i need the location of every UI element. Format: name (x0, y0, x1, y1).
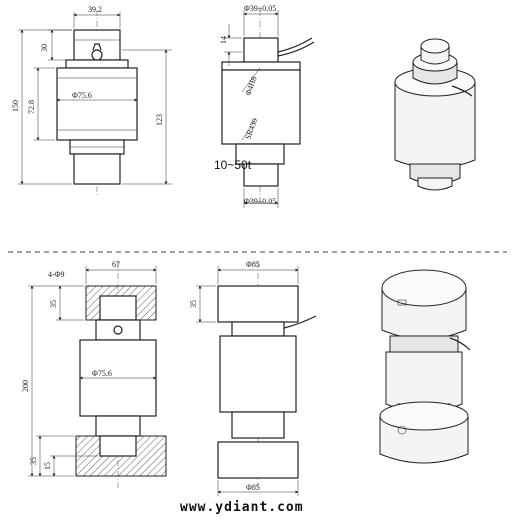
fixture-hole: 4-Φ9 (48, 270, 65, 279)
bottom-fixture-view: 67 4-Φ9 35 200 35 15 Φ75.6 (21, 260, 167, 488)
fixture-body-diameter: Φ75.6 (92, 369, 112, 378)
dim-top-height: 30 (40, 44, 49, 52)
top-3d-view (394, 38, 476, 191)
fixture-total-height: 200 (21, 380, 30, 392)
bottom-side-top-diameter: Φ85 (246, 260, 260, 269)
bottom-side-view: Φ85 35 Φ85 (189, 260, 317, 496)
website-url: www.ydiant.com (180, 500, 304, 515)
fixture-small-height: 15 (43, 462, 52, 470)
side-top-diameter: Φ39±0.05 (244, 4, 276, 13)
dim-inner-height: 123 (155, 114, 164, 126)
bottom-3d-view (379, 269, 471, 464)
dim-top-width: 39.2 (88, 5, 102, 14)
top-front-view: 39.2 30 150 72.8 123 Φ75.6 (11, 5, 172, 195)
side-top-height: 14 (219, 36, 228, 44)
fixture-bottom-height: 35 (29, 457, 38, 465)
fixture-top-height: 35 (49, 300, 58, 308)
dim-total-height: 150 (11, 100, 20, 112)
dim-body-height: 72.8 (27, 100, 36, 114)
bottom-side-bottom-diameter: Φ85 (246, 483, 260, 492)
top-side-view: Φ39±0.05 14 Φ4H8 SR430 10~50t Φ39±0.05 (214, 4, 315, 208)
fixture-span: 67 (112, 260, 120, 269)
side-bottom-diameter: Φ39±0.05 (244, 197, 276, 206)
dim-body-diameter: Φ75.6 (72, 91, 92, 100)
capacity-label: 10~50t (214, 158, 252, 172)
bottom-side-top-height: 35 (189, 300, 198, 308)
